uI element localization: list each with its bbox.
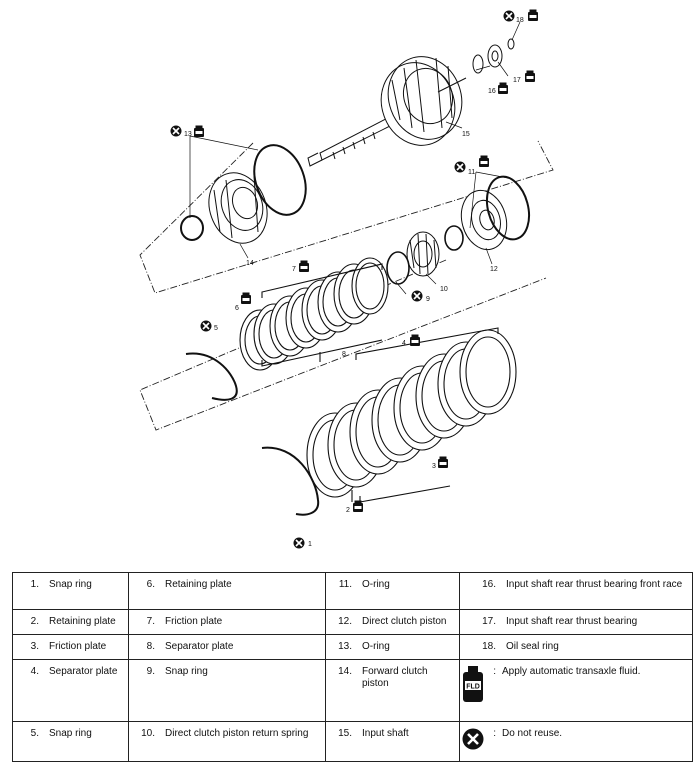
callout-11: 11 <box>468 169 475 176</box>
legend-label: Retaining plate <box>165 579 232 590</box>
assembly-plane-lower <box>139 259 547 431</box>
upper-clutch-pack <box>185 257 389 401</box>
input-shaft <box>307 56 467 167</box>
legend-label: Friction plate <box>49 641 107 652</box>
legend-label: Direct clutch piston return spring <box>165 728 309 739</box>
legend-label: Input shaft rear thrust bearing front ra… <box>506 579 683 590</box>
forward-clutch-piston <box>180 144 307 244</box>
no-reuse-icon <box>460 728 492 750</box>
callout-5: 5 <box>214 325 218 332</box>
parts-legend-table: 1.Snap ring 6.Retaining plate 11.O-ring … <box>12 572 693 762</box>
no-reuse-icon <box>169 124 183 138</box>
fluid-icon <box>299 260 309 272</box>
legend-number: 2. <box>30 616 39 627</box>
callout-3: 3 <box>432 463 436 470</box>
callout-17: 17 <box>513 77 521 84</box>
legend-label: Friction plate <box>165 616 223 627</box>
fluid-icon <box>194 125 204 137</box>
legend-label: Snap ring <box>165 666 208 677</box>
callout-14: 14 <box>246 260 254 267</box>
assembly-plane-upper <box>139 140 554 294</box>
callout-8: 8 <box>342 351 346 358</box>
legend-number: 16. <box>482 579 496 590</box>
legend-label: Input shaft <box>362 728 409 739</box>
legend-row: 2. Retaining plate 7. Friction plate 12. Di… <box>12 609 693 635</box>
callout-1: 1 <box>308 541 312 548</box>
legend-row: 1.Snap ring 6.Retaining plate 11.O-ring … <box>12 572 693 610</box>
callout-10: 10 <box>440 286 448 293</box>
legend-row: 4. Separator plate 9. Snap ring 14. Forward… <box>12 659 693 722</box>
callout-4: 4 <box>402 340 406 347</box>
legend-label: Input shaft rear thrust bearing <box>506 616 638 627</box>
legend-number: : <box>493 666 496 677</box>
legend-label: Apply automatic transaxle fluid. <box>502 666 641 677</box>
legend-number: 10. <box>141 728 155 739</box>
legend-number: 15. <box>338 728 352 739</box>
legend-label: O-ring <box>362 641 390 652</box>
fluid-icon <box>525 70 535 82</box>
callout-13: 13 <box>184 131 192 138</box>
legend-number: : <box>493 728 496 739</box>
no-reuse-icon <box>502 9 516 23</box>
legend-label: Direct clutch piston <box>362 616 447 627</box>
legend-number: 7. <box>146 616 155 627</box>
legend-number: 13. <box>338 641 352 652</box>
fluid-icon <box>479 155 489 167</box>
no-reuse-icon <box>410 289 424 303</box>
no-reuse-icon <box>292 536 306 550</box>
callout-16: 16 <box>488 88 496 95</box>
fluid-icon-label: FLD <box>466 684 480 691</box>
legend-label: Forward clutch piston <box>362 666 428 689</box>
fluid-icon <box>438 456 448 468</box>
leader-lines <box>189 21 521 295</box>
fluid-icon <box>410 334 420 346</box>
legend-row: 5. Snap ring 10. Direct clutch piston retu… <box>12 721 693 762</box>
direct-clutch-piston <box>444 175 531 251</box>
legend-number: 8. <box>146 641 155 652</box>
callout-15: 15 <box>462 131 470 138</box>
legend-number: 3. <box>30 641 39 652</box>
legend-label: Snap ring <box>49 579 92 590</box>
legend-number: 6. <box>146 579 155 590</box>
callout-2: 2 <box>346 507 350 514</box>
legend-number: 9. <box>146 666 155 677</box>
callout-12: 12 <box>490 266 498 273</box>
fluid-icon <box>528 9 538 21</box>
legend-label: Separator plate <box>165 641 234 652</box>
callout-9: 9 <box>426 296 430 303</box>
legend-number: 1. <box>30 579 39 590</box>
callout-7: 7 <box>292 266 296 273</box>
legend-label: O-ring <box>362 579 390 590</box>
callout-18: 18 <box>516 17 524 24</box>
legend-number: 14. <box>338 666 352 677</box>
legend-label: Retaining plate <box>49 616 116 627</box>
no-reuse-icon <box>453 160 467 174</box>
legend-label: Do not reuse. <box>502 728 563 739</box>
lower-clutch-pack <box>261 327 517 516</box>
return-spring <box>386 231 440 285</box>
legend-number: 12. <box>338 616 352 627</box>
fluid-icon <box>241 292 251 304</box>
legend-row: 3. Friction plate 8. Separator plate 13. O-… <box>12 634 693 660</box>
callout-6: 6 <box>235 305 239 312</box>
no-reuse-icon <box>199 319 213 333</box>
fluid-icon <box>498 82 508 94</box>
legend-number: 11. <box>338 579 352 590</box>
legend-label: Separator plate <box>49 666 118 677</box>
legend-number: 4. <box>30 666 39 677</box>
thrust-bearing-group <box>472 38 515 74</box>
fluid-icon <box>353 500 363 512</box>
fluid-icon: FLD <box>460 666 492 702</box>
legend-number: 5. <box>30 728 39 739</box>
legend-label: Snap ring <box>49 728 92 739</box>
legend-number: 18. <box>482 641 496 652</box>
legend-label: Oil seal ring <box>506 641 559 652</box>
legend-number: 17. <box>482 616 496 627</box>
exploded-view-diagram: 18 17 16 15 13 11 14 12 7 10 9 6 5 4 8 3… <box>139 9 554 550</box>
